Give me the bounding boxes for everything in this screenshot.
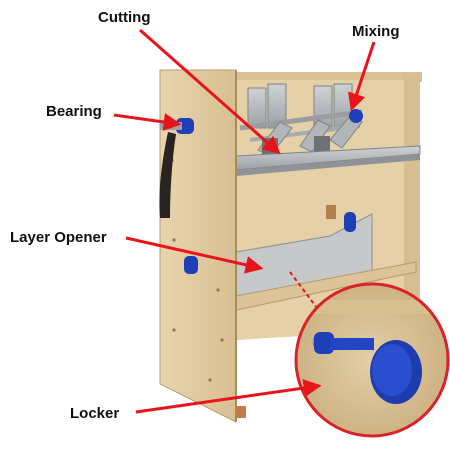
blue-knob-back [344, 212, 356, 232]
cutting-label: Cutting [98, 9, 151, 26]
mixing-mechanism [239, 83, 363, 157]
base-bracket [236, 406, 246, 418]
layer-opener-label: Layer Opener [10, 229, 107, 246]
tray-lip [236, 154, 420, 176]
mixing-label: Mixing [352, 23, 400, 40]
layer-opener-arrow [125, 236, 264, 274]
bearing-lower [184, 256, 198, 274]
bearing-label: Bearing [46, 103, 102, 120]
back-rail [232, 72, 422, 82]
locker-label: Locker [70, 405, 120, 422]
zoom-border [294, 282, 450, 438]
locker-zoom [296, 284, 448, 436]
locker-arrow [135, 379, 322, 414]
bearing-arrow [113, 113, 182, 131]
wood-block [326, 205, 336, 219]
cutting-arrow [139, 28, 281, 155]
mixing-arrow [348, 41, 376, 112]
